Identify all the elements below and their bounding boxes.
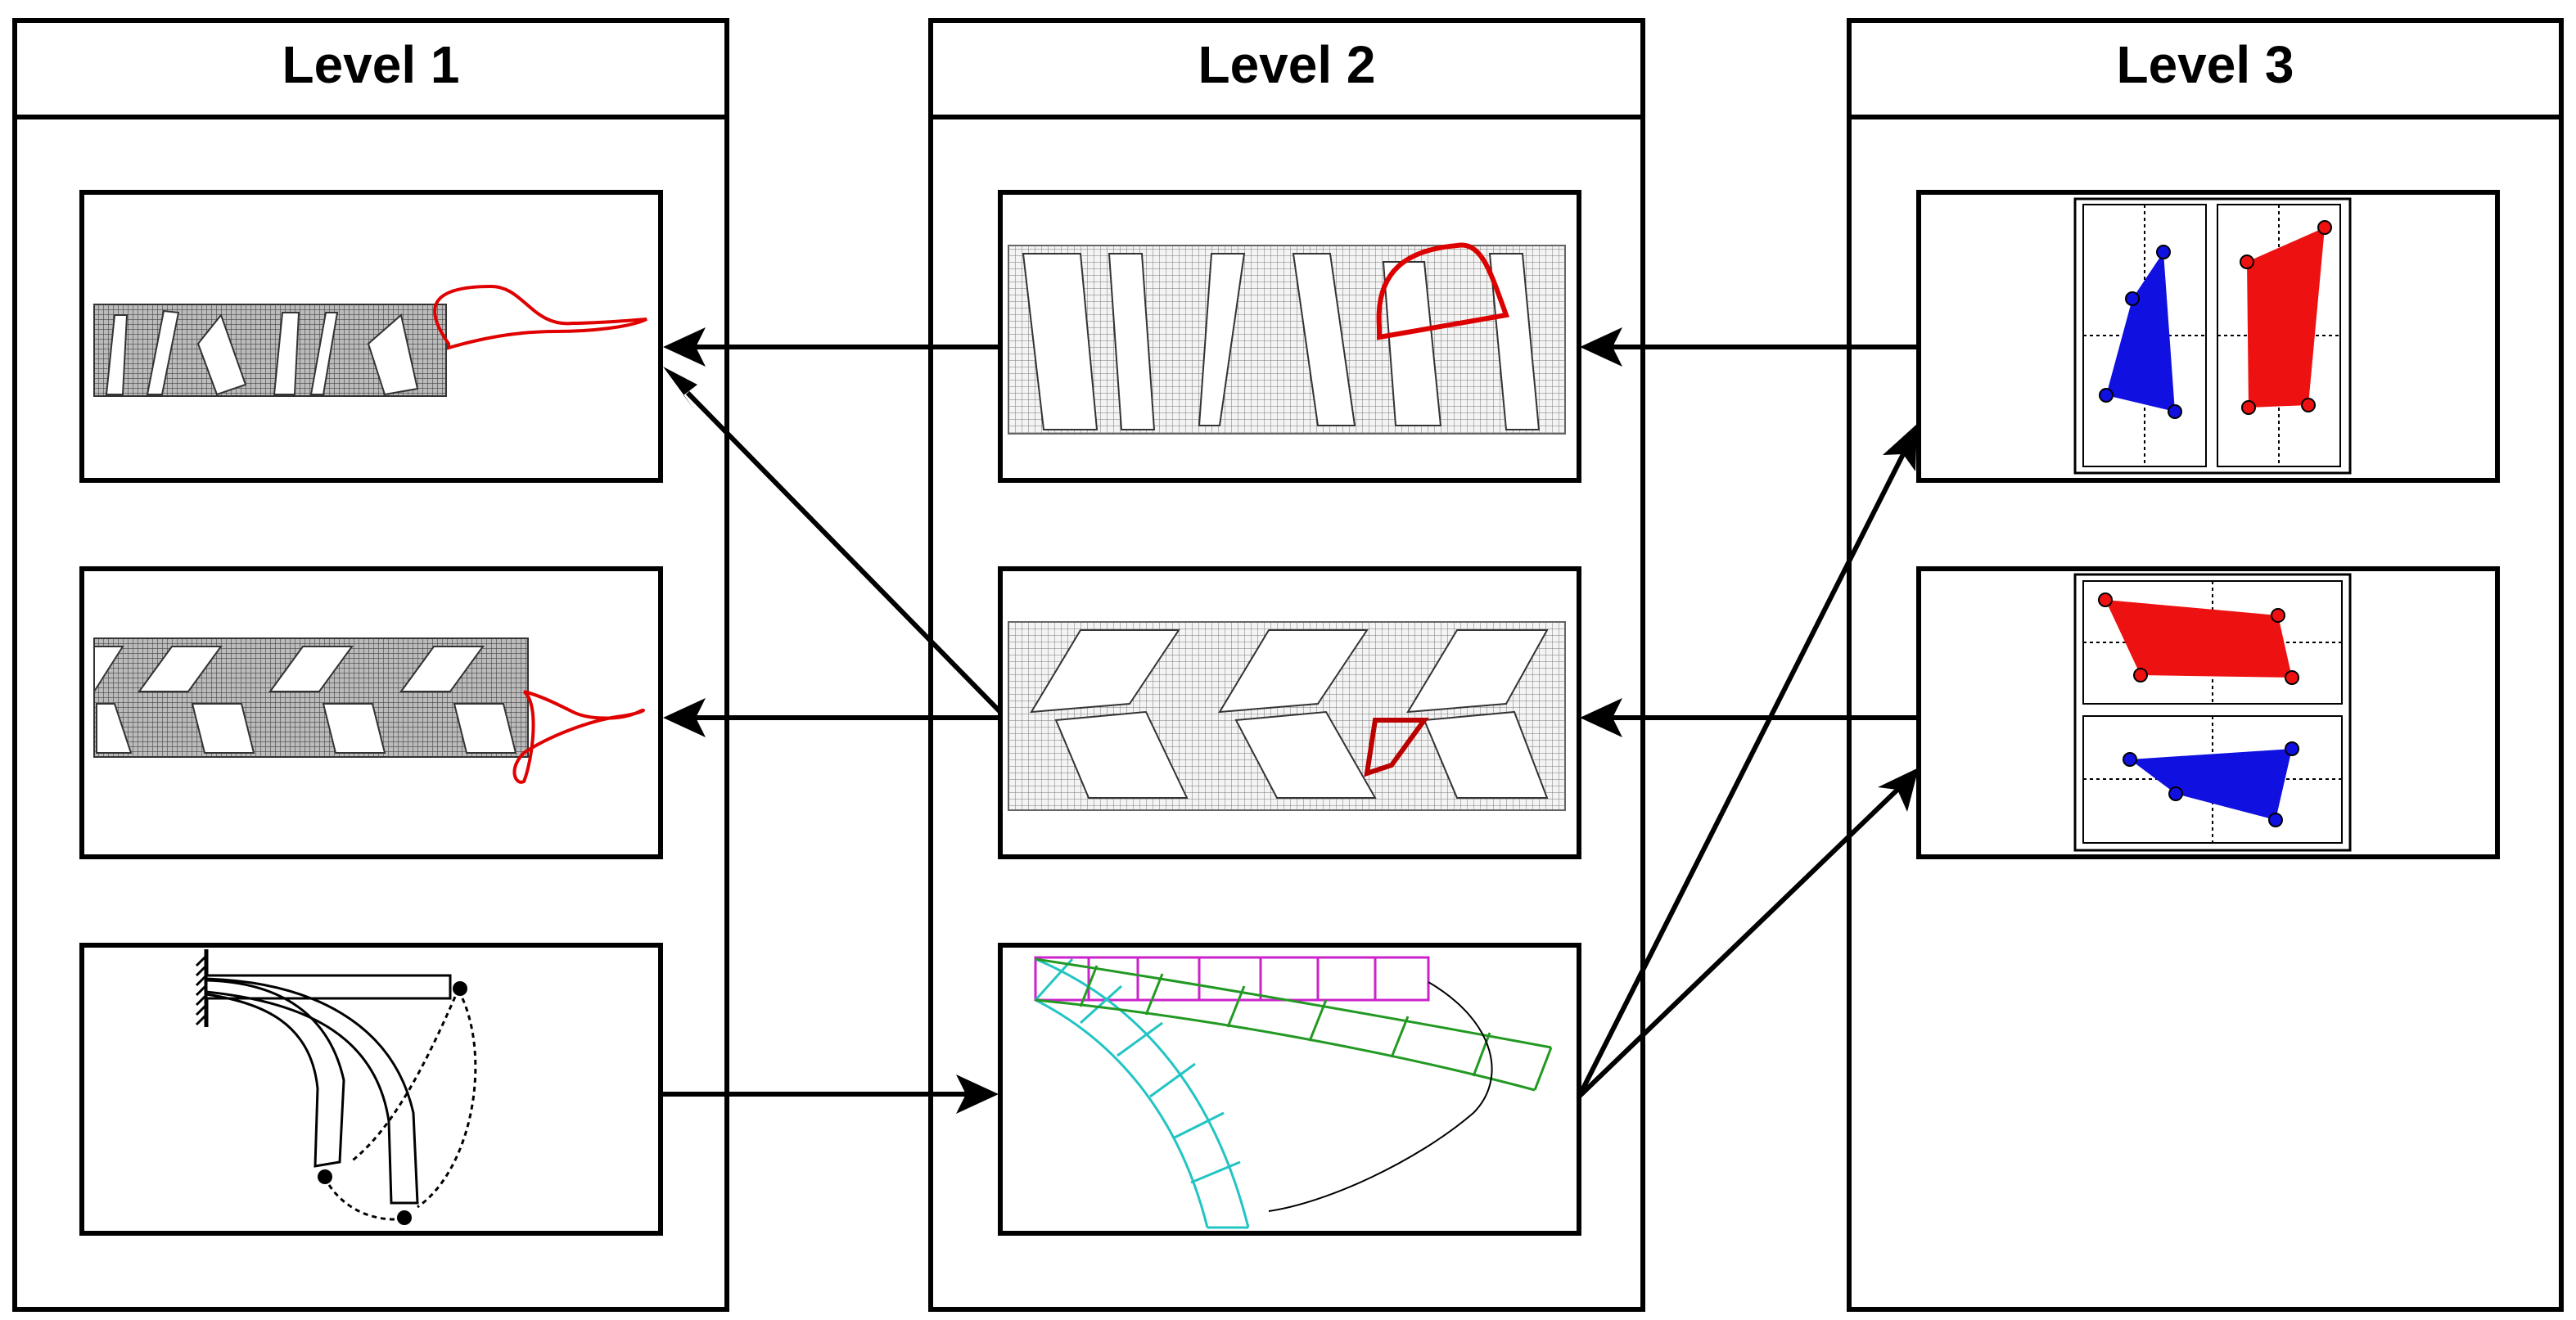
red-element [2247,228,2325,408]
node-tip-2 [397,1210,412,1225]
arrow-l3-mid-to-l2-mid [1580,698,1919,737]
deformed-beam-1 [205,979,345,1168]
red-element [2105,600,2292,678]
column-level-1: Level 1 [12,18,729,1312]
arrow-head-icon [1878,768,1919,812]
level1-panel-cantilever [79,943,663,1236]
holes [1030,629,1549,799]
holes [93,646,517,754]
arrow-head-icon [663,367,697,409]
arrow-l2-top-to-l1-top [663,327,1000,367]
undeformed-beam [205,974,452,1000]
arrow-l2-mid-to-l1-mid [663,698,1000,737]
level2-panel-chevron-mesh [998,566,1581,859]
column-level-3: Level 3 [1847,18,2564,1312]
level1-panel-slanted-strip [79,190,663,483]
column-title-level-3: Level 3 [2116,35,2294,94]
load-path-curve [433,284,647,350]
magenta-mesh [1034,956,1430,1002]
arrow-head-icon [956,1074,999,1114]
arrow-l3-top-to-l2-top [1580,327,1919,367]
arrow-l2-bottom-to-l3-top [1577,424,1917,1098]
fine-mesh [1008,245,1566,435]
level3-panel-vertical-elements [1916,190,2500,483]
trajectory-arc [1268,981,1493,1212]
green-mesh [1035,957,1553,1092]
arrow-head-icon [1580,327,1622,367]
arrow-head-icon [1883,424,1917,471]
column-title-level-1: Level 1 [282,35,459,94]
arrow-head-icon [663,698,706,737]
cyan-mesh [1034,957,1250,1229]
node-tip-undeformed [453,981,467,996]
level2-panel-slanted-mesh [998,190,1581,483]
column-level-2: Level 2 [928,18,1645,1312]
blue-element [2106,252,2175,412]
arrow-l2-bottom-to-l3-mid [1577,768,1919,1099]
load-path-curve [512,690,645,784]
arrow-l1-bottom-to-l2-bottom [661,1074,999,1114]
node-tip-1 [318,1169,332,1184]
load-path-curve [1364,718,1429,777]
column-title-level-2: Level 2 [1198,35,1375,94]
arrow-head-icon [663,327,706,367]
level3-panel-horizontal-elements [1916,566,2500,859]
blue-element [2130,749,2292,820]
load-path-curve [1376,242,1510,340]
level1-panel-chevron-strip [79,566,663,859]
deformed-beam-2 [205,977,419,1205]
arrow-head-icon [1580,698,1622,737]
holes [105,309,419,396]
level2-panel-beam-elements [998,943,1581,1236]
arrow-l2-mid-to-l1-top [663,367,1003,714]
